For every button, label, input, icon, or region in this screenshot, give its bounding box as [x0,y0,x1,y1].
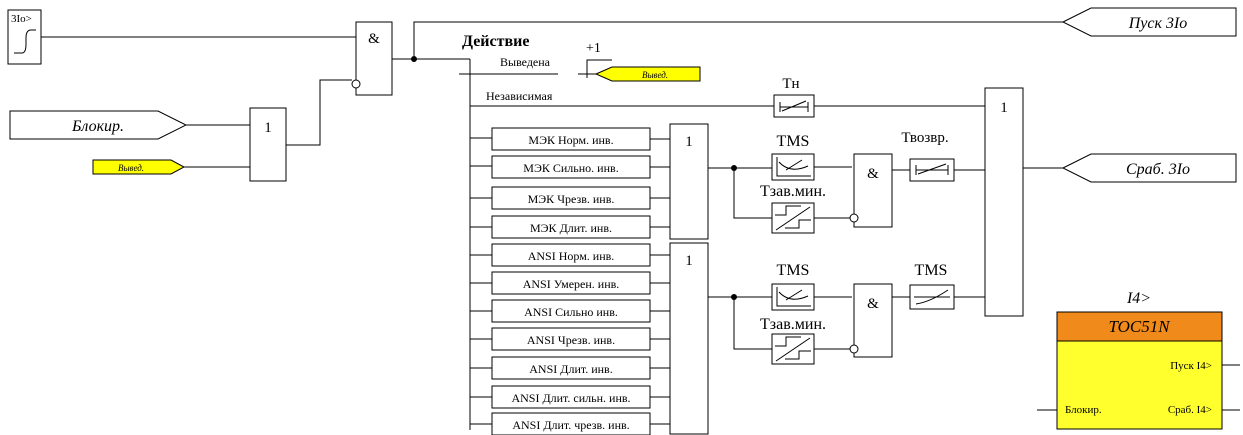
pulse-timer-icon [775,336,811,360]
tzav-ansi-label: Тзав.мин. [760,316,826,333]
and-gate-ansi: & [849,283,893,358]
or-gate-ansi-label: 1 [685,253,693,269]
inverse-curve-icon [776,157,811,177]
trip-output: Сраб. 3Io [1061,153,1237,183]
disabled-tag-left-label: Вывед. [118,163,144,173]
disabled-tag-left: Вывед. [92,159,186,175]
tms-iec-label: TMS [777,133,810,150]
iec-curve-4: МЭК Длит. инв. [530,221,612,235]
toc51n-block-in: Блокир. [1065,404,1102,416]
block-input: Блокир. [9,110,188,140]
current-detector: 3Io> [7,9,42,65]
pulse-timer-icon [775,205,811,229]
iec-curves: МЭК Норм. инв. МЭК Сильно. инв. МЭК Чрез… [470,127,670,239]
block-input-label: Блокир. [71,118,124,135]
disabled-tag-right: Вывед. [594,66,701,82]
tzav-iec-timer: Тзав.мин. [760,183,826,234]
disabled-tag-right-shape [594,66,701,82]
ansi-curve-5: ANSI Длит. инв. [529,362,612,376]
ansi-curves: ANSI Норм. инв. ANSI Умерен. инв. ANSI С… [470,243,670,435]
toc51n-trip-out: Сраб. I4> [1168,404,1212,416]
trip-output-label: Сраб. 3Io [1126,161,1190,178]
action-off-label: Выведена [500,55,551,69]
toc51n-body [1056,340,1223,430]
or-gate-iec: 1 [669,123,709,240]
or-gate-block-label: 1 [264,120,272,136]
tn-timer: Тн [773,76,815,118]
iec-curve-3: МЭК Чрезв. инв. [528,192,615,206]
iec-curve-2: МЭК Сильно. инв. [523,161,618,175]
tms-ansi-reset-label: TMS [915,262,948,279]
start-output: Пуск 3Io [1061,7,1237,37]
inverter-circle [849,213,859,223]
tms-ansi-timer: TMS [771,262,815,311]
tms-iec-timer: TMS [771,133,815,181]
inverse-reset-icon [914,289,950,305]
hysteresis-icon [14,29,36,54]
action-title: Действие [462,33,529,50]
and-gate-ansi-label: & [867,296,879,312]
detector-label: 3Io> [11,13,32,25]
ansi-curve-2: ANSI Умерен. инв. [523,277,620,291]
start-output-label: Пуск 3Io [1128,15,1188,32]
or-gate-final: 1 [984,87,1024,317]
ansi-curve-7: ANSI Длит. чрезв. инв. [512,418,629,432]
iec-curve-1: МЭК Норм. инв. [528,133,613,147]
ansi-curve-6: ANSI Длит. сильн. инв. [511,391,630,405]
and-gate-iec-label: & [867,166,879,182]
tzav-iec-label: Тзав.мин. [760,183,826,200]
ansi-curve-3: ANSI Сильно инв. [524,305,618,319]
inverse-curve-icon [776,287,811,307]
treturn-timer: Твозвр. [901,130,955,182]
and-gate-main-label: & [368,31,380,47]
ansi-curve-1: ANSI Норм. инв. [528,249,615,263]
ansi-curve-4: ANSI Чрезв. инв. [527,333,615,347]
toc51n-name: I4> [1126,290,1151,307]
toc51n-type: TOC51N [1108,317,1171,336]
inverter-circle [849,344,859,354]
treturn-label: Твозвр. [901,130,948,146]
toc51n-block: I4> TOC51N Пуск I4> Блокир. Сраб. I4> [1037,290,1240,430]
tms-ansi-reset-timer: TMS [909,262,955,310]
action-indep-label: Независимая [486,89,553,103]
or-gate-ansi: 1 [669,242,709,435]
tzav-ansi-timer: Тзав.мин. [760,316,826,365]
or-gate-final-label: 1 [1000,100,1008,116]
or-gate-iec-label: 1 [685,134,693,150]
disabled-tag-right-label: Вывед. [642,70,668,80]
or-gate-block: 1 [249,107,287,182]
tn-timer-label: Тн [782,76,799,92]
inverter-circle [351,79,361,89]
toc51n-header [1056,311,1223,342]
and-gate-main: & [351,21,393,96]
delay-timer-icon [779,100,809,112]
toc51n-start-out: Пуск I4> [1170,360,1212,372]
and-gate-iec: & [849,153,893,228]
tms-ansi-label: TMS [777,262,810,279]
plus1-label: +1 [586,41,601,56]
delay-timer-icon [915,163,949,175]
disabled-tag-left-shape [92,159,186,175]
